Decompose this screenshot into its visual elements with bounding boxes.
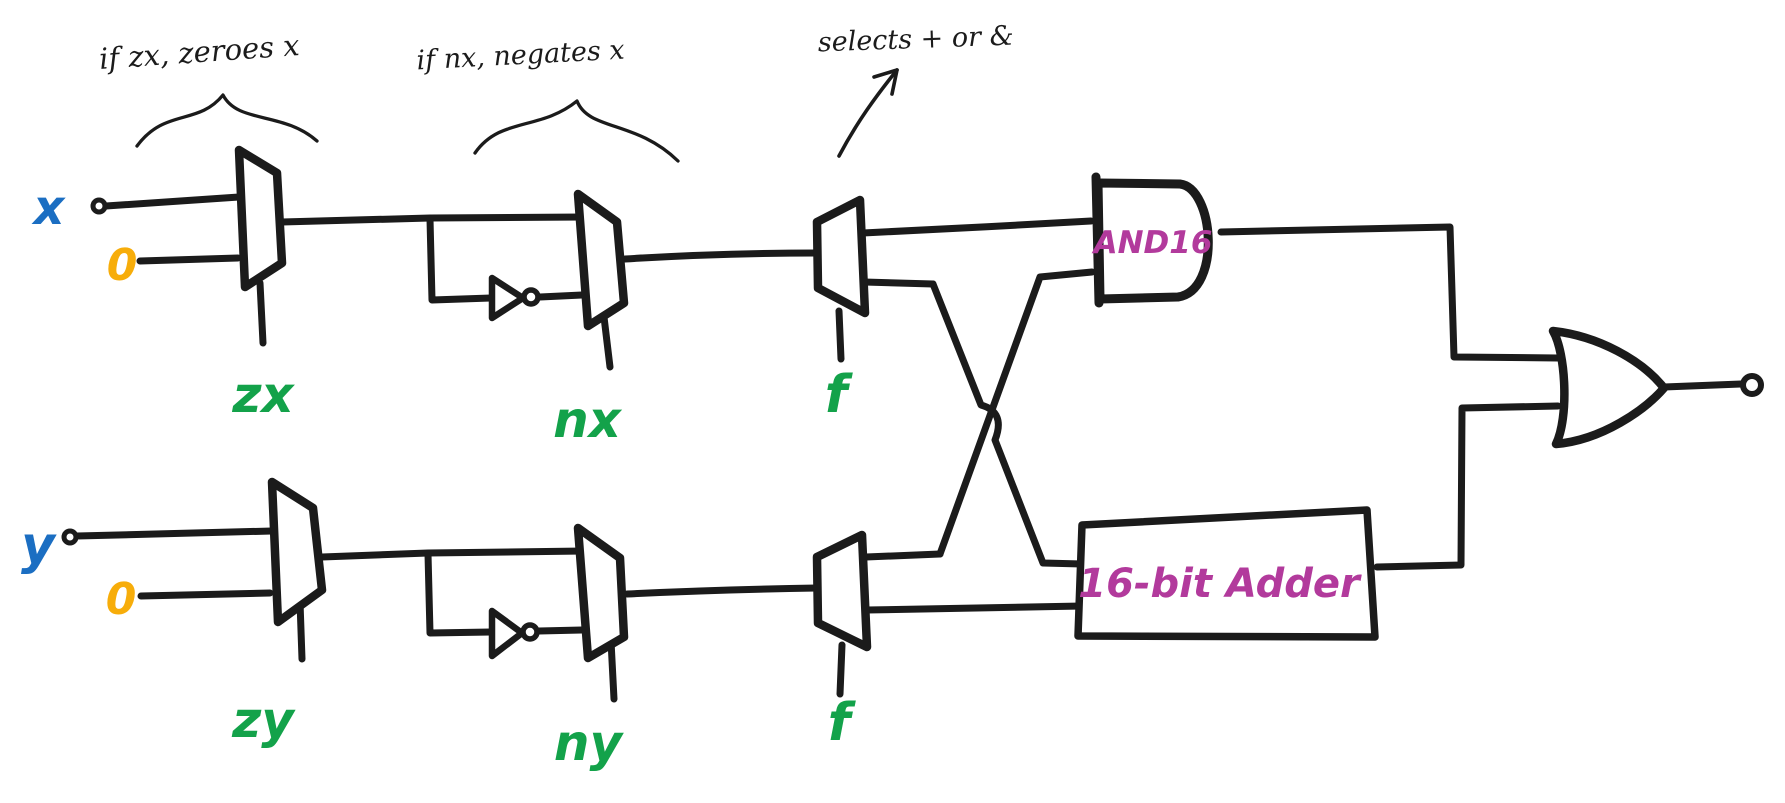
- y-input-terminal: [61, 528, 79, 546]
- nx-mux: [573, 189, 629, 331]
- f-top-select-stub: [835, 307, 845, 363]
- zx-label: zx: [231, 366, 295, 424]
- zy-label: zy: [231, 691, 296, 749]
- and16-gate-back-edge: [1091, 172, 1104, 308]
- adder-box: [1074, 506, 1379, 641]
- f-arrow: [837, 68, 899, 158]
- ny-mux: [573, 523, 629, 663]
- x-invert-branch-wire: [426, 215, 495, 304]
- and16-label: AND16: [1091, 225, 1213, 261]
- zero-top-label: 0: [107, 240, 138, 291]
- wires: [73, 193, 1745, 637]
- x-input-wire: [102, 193, 243, 210]
- f-arrowhead-icon: [872, 68, 899, 96]
- x-inverter-out-wire: [536, 291, 586, 301]
- and16-gate-icon: [1093, 178, 1213, 304]
- f-bottom-label: f: [828, 693, 857, 753]
- not-gate-top-icon: [488, 274, 527, 322]
- or-output-wire: [1660, 380, 1745, 391]
- control-stubs: [256, 279, 846, 703]
- annotation-strokes: [135, 68, 899, 163]
- f-top-lower-out-wire: [860, 278, 937, 288]
- nx-select-stub: [600, 313, 614, 371]
- components: [234, 145, 1669, 663]
- y-invert-branch-wire: [424, 550, 495, 637]
- f-top-label: f: [825, 365, 854, 425]
- f-selector-top: [812, 195, 870, 318]
- zx-mux: [234, 145, 287, 292]
- nx-to-f-wire: [621, 249, 821, 263]
- f-bottom-select-stub: [836, 641, 846, 698]
- zy-mux: [267, 477, 327, 627]
- y-inverter-out-wire: [535, 626, 586, 635]
- f-bottom-upper-out-wire: [862, 550, 944, 561]
- adder-to-or-wire: [1373, 402, 1562, 571]
- not-bubble-top-icon: [521, 287, 541, 307]
- cross-wire-to-and: [936, 268, 1096, 558]
- and-to-or-wire: [1217, 223, 1562, 362]
- y-input-label: y: [21, 516, 57, 576]
- y-main-wire: [318, 547, 588, 561]
- f-annotation: selects + or &: [817, 21, 1014, 59]
- ny-to-f-wire: [623, 584, 821, 598]
- not-gate-bottom-icon: [488, 607, 526, 660]
- zy-select-stub: [296, 598, 306, 663]
- ny-label: ny: [554, 714, 625, 772]
- ny-select-stub: [607, 637, 618, 703]
- nx-annotation: if nx, negates x: [416, 35, 626, 77]
- zero-bottom-label: 0: [106, 574, 137, 625]
- zero-bottom-wire: [137, 589, 274, 600]
- zx-annotation: if zx, zeroes x: [98, 28, 301, 76]
- labels: if zx, zeroes x if nx, negates x selects…: [21, 21, 1362, 772]
- y-input-wire: [73, 527, 276, 540]
- nx-brace: [473, 99, 680, 163]
- nx-label: nx: [553, 391, 623, 449]
- f-bottom-to-adder-wire: [863, 602, 1086, 614]
- x-input-label: x: [32, 180, 67, 236]
- f-selector-bottom: [812, 530, 872, 652]
- output-terminal: [1740, 373, 1764, 397]
- terminals: [61, 197, 1764, 546]
- zx-select-stub: [256, 279, 267, 347]
- zero-top-wire: [136, 254, 242, 265]
- cross-wire-to-adder: [929, 280, 1086, 568]
- f-top-to-and-wire: [859, 217, 1095, 237]
- or-gate-icon: [1548, 326, 1669, 449]
- zx-brace: [135, 93, 319, 148]
- adder-label: 16-bit Adder: [1078, 561, 1362, 607]
- x-input-terminal: [90, 197, 108, 215]
- not-bubble-bottom-icon: [520, 622, 540, 642]
